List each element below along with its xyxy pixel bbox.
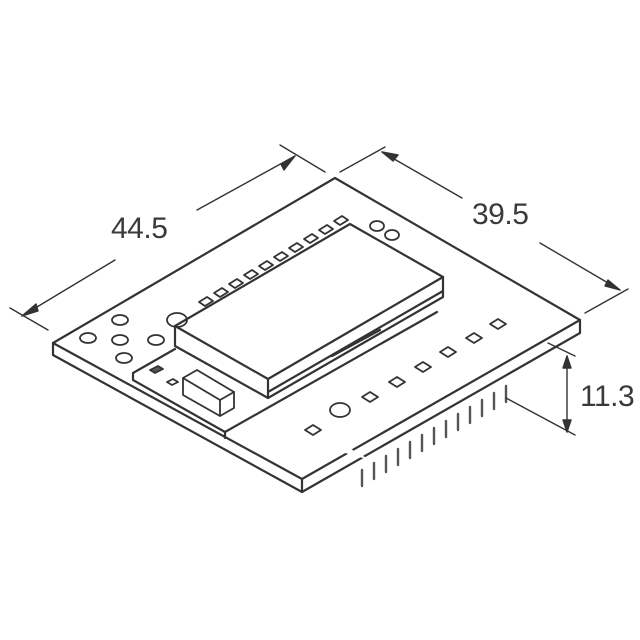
height-dimension-label: 11.3: [580, 380, 635, 413]
length-dimension-label: 44.5: [111, 212, 168, 245]
connector: [149, 365, 235, 417]
header-pins: [360, 384, 508, 488]
rf-module: [173, 222, 445, 400]
mounting-holes: [79, 220, 400, 418]
pad-row-bottom: [304, 318, 507, 436]
pad-row-top: [198, 215, 349, 307]
width-dimension-label: 39.5: [472, 198, 529, 231]
dimension-lines: [9, 144, 629, 436]
